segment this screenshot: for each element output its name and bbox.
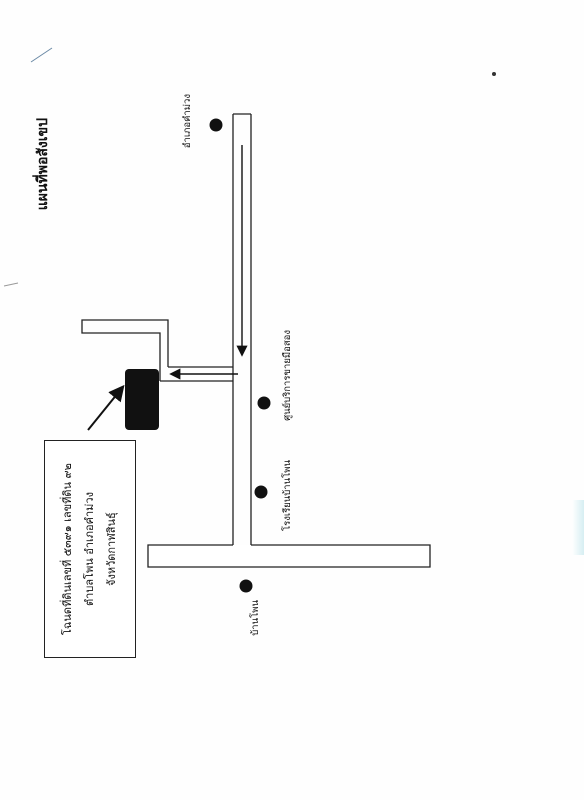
deed-info-text: โฉนดที่ดินเลขที่ ๕๓๙๑ เลขที่ดิน ๙๒ ตำบลโ… — [45, 441, 135, 657]
scan-mark — [30, 47, 53, 63]
service-center-label: ศูนย์บริการขายมือสอง — [282, 330, 293, 421]
deed-line-1: โฉนดที่ดินเลขที่ ๕๓๙๑ เลขที่ดิน ๙๒ — [61, 463, 74, 635]
upper-spur-road — [81, 319, 169, 381]
scan-speck — [492, 72, 496, 76]
deed-info-box: โฉนดที่ดินเลขที่ ๕๓๙๑ เลขที่ดิน ๙๒ ตำบลโ… — [44, 440, 136, 658]
land-parcel — [125, 369, 159, 430]
pointer-arrow — [87, 384, 125, 431]
cross-road — [147, 544, 431, 568]
village-marker — [239, 579, 253, 593]
deed-line-2: ตำบลโพน อำเภอคำม่วง — [83, 492, 96, 606]
scan-edge-tint — [572, 500, 584, 555]
school-marker — [254, 485, 268, 499]
amphoe-marker — [209, 118, 223, 132]
amphoe-label: อำเภอคำม่วง — [182, 94, 193, 149]
scan-mark — [3, 282, 19, 287]
village-label: บ้านโพน — [250, 600, 261, 636]
school-label: โรงเรียนบ้านโพน — [282, 460, 293, 531]
deed-line-3: จังหวัดกาฬสินธุ์ — [105, 512, 118, 586]
map-title: แผนที่พอสังเขป — [35, 118, 51, 211]
service-center-marker — [257, 396, 271, 410]
